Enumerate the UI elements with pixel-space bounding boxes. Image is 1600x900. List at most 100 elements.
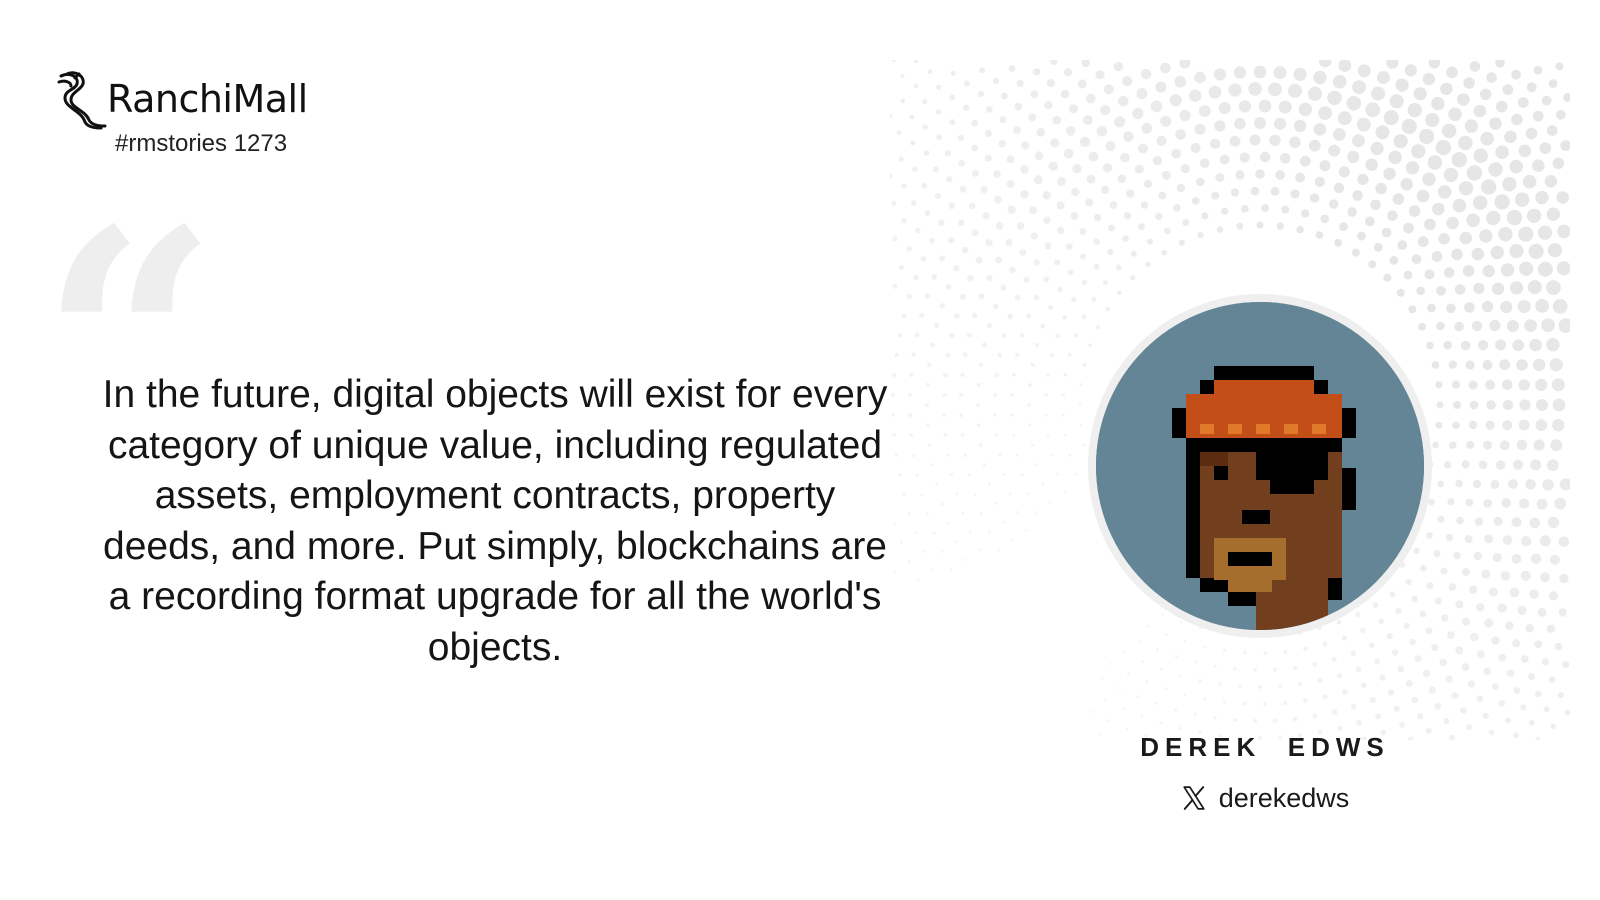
- halftone-dot: [1471, 320, 1483, 332]
- halftone-dot: [1452, 198, 1467, 213]
- halftone-dot: [1249, 134, 1261, 146]
- halftone-dot: [1005, 239, 1013, 247]
- halftone-dot: [913, 274, 919, 281]
- halftone-dot: [1512, 639, 1521, 648]
- halftone-dot: [985, 130, 992, 137]
- halftone-dot: [925, 423, 930, 428]
- halftone-dot: [1056, 201, 1065, 210]
- halftone-dot: [1420, 565, 1427, 572]
- halftone-dot: [1473, 195, 1488, 210]
- halftone-dot: [1109, 201, 1118, 209]
- halftone-dot: [1122, 76, 1133, 87]
- author-handle-row[interactable]: derekedws: [1120, 780, 1410, 816]
- halftone-dot: [971, 312, 978, 319]
- halftone-dot: [1401, 118, 1417, 135]
- halftone-dot: [1050, 138, 1060, 148]
- halftone-dot: [1413, 547, 1420, 554]
- halftone-dot: [1331, 656, 1337, 662]
- halftone-dot: [1360, 627, 1366, 634]
- halftone-dot: [1028, 423, 1032, 427]
- halftone-dot: [986, 322, 993, 329]
- halftone-dot: [1482, 264, 1495, 278]
- halftone-dot: [1525, 127, 1538, 140]
- halftone-dot: [954, 540, 958, 544]
- halftone-dot: [976, 382, 981, 388]
- halftone-dot: [1375, 713, 1382, 720]
- halftone-dot: [1002, 472, 1006, 476]
- halftone-dot: [1435, 421, 1443, 429]
- halftone-dot: [1529, 589, 1539, 599]
- halftone-dot: [1524, 319, 1537, 332]
- halftone-dot: [1473, 282, 1485, 295]
- halftone-dot: [1478, 340, 1489, 351]
- halftone-dot: [1355, 666, 1362, 672]
- halftone-dot: [1035, 463, 1039, 467]
- halftone-dot: [1456, 516, 1464, 525]
- halftone-dot: [898, 473, 902, 477]
- halftone-dot: [916, 578, 920, 581]
- halftone-dot: [1540, 572, 1550, 583]
- halftone-dot: [1460, 707, 1467, 714]
- halftone-dot: [1063, 372, 1068, 377]
- halftone-dot: [1331, 709, 1338, 715]
- halftone-dot: [1473, 551, 1483, 561]
- halftone-dot: [1303, 646, 1308, 651]
- halftone-dot: [1078, 403, 1082, 407]
- halftone-dot: [1357, 64, 1371, 78]
- halftone-dot: [935, 483, 939, 487]
- halftone-dot: [986, 274, 993, 282]
- halftone-dot: [1403, 270, 1413, 280]
- halftone-dot: [950, 472, 954, 477]
- halftone-dot: [1161, 249, 1168, 256]
- halftone-dot: [1074, 473, 1077, 476]
- halftone-dot: [1088, 151, 1099, 162]
- halftone-dot: [1209, 138, 1221, 149]
- halftone-dot: [1034, 343, 1040, 348]
- halftone-dot: [1533, 65, 1543, 75]
- halftone-dot: [1536, 399, 1548, 411]
- halftone-dot: [1403, 222, 1414, 234]
- halftone-dot: [1439, 658, 1448, 667]
- halftone-dot: [1161, 613, 1164, 616]
- halftone-dot: [1558, 536, 1569, 547]
- halftone-dot: [1134, 164, 1144, 174]
- halftone-dot: [1067, 352, 1072, 357]
- halftone-dot: [1057, 286, 1063, 293]
- halftone-dot: [979, 67, 986, 74]
- halftone-dot: [1179, 674, 1183, 678]
- halftone-dot: [1293, 119, 1307, 133]
- halftone-dot: [1379, 674, 1386, 681]
- halftone-dot: [1386, 633, 1393, 640]
- halftone-dots-decoration: [890, 60, 1570, 740]
- halftone-dot: [1333, 182, 1345, 194]
- halftone-dot: [1056, 472, 1059, 476]
- halftone-dot: [1061, 393, 1065, 397]
- author-handle[interactable]: derekedws: [1218, 782, 1350, 813]
- halftone-dot: [1126, 189, 1135, 198]
- halftone-dot: [1520, 704, 1527, 711]
- halftone-dot: [1190, 142, 1201, 154]
- halftone-dot: [1541, 95, 1552, 106]
- halftone-dot: [1063, 148, 1074, 159]
- halftone-dot: [1063, 491, 1067, 495]
- halftone-dot: [1100, 677, 1104, 680]
- halftone-dot: [1033, 259, 1040, 266]
- halftone-dot: [1098, 734, 1102, 737]
- halftone-dot: [1253, 65, 1267, 79]
- halftone-dot: [1347, 207, 1357, 217]
- halftone-dot: [1383, 273, 1392, 282]
- halftone-dot: [1498, 653, 1506, 662]
- halftone-dot: [1419, 128, 1435, 145]
- halftone-dot: [1237, 735, 1242, 740]
- halftone-dot: [1368, 260, 1377, 269]
- halftone-dot: [1411, 595, 1418, 603]
- halftone-dot: [1484, 534, 1494, 544]
- halftone-dot: [1307, 86, 1322, 101]
- halftone-dot: [1254, 117, 1266, 129]
- halftone-dot: [1044, 101, 1053, 110]
- halftone-dot: [1464, 302, 1475, 313]
- halftone-dot: [1495, 460, 1506, 470]
- halftone-dot: [1118, 686, 1122, 690]
- halftone-dot: [1025, 313, 1032, 319]
- halftone-dot: [1417, 713, 1424, 720]
